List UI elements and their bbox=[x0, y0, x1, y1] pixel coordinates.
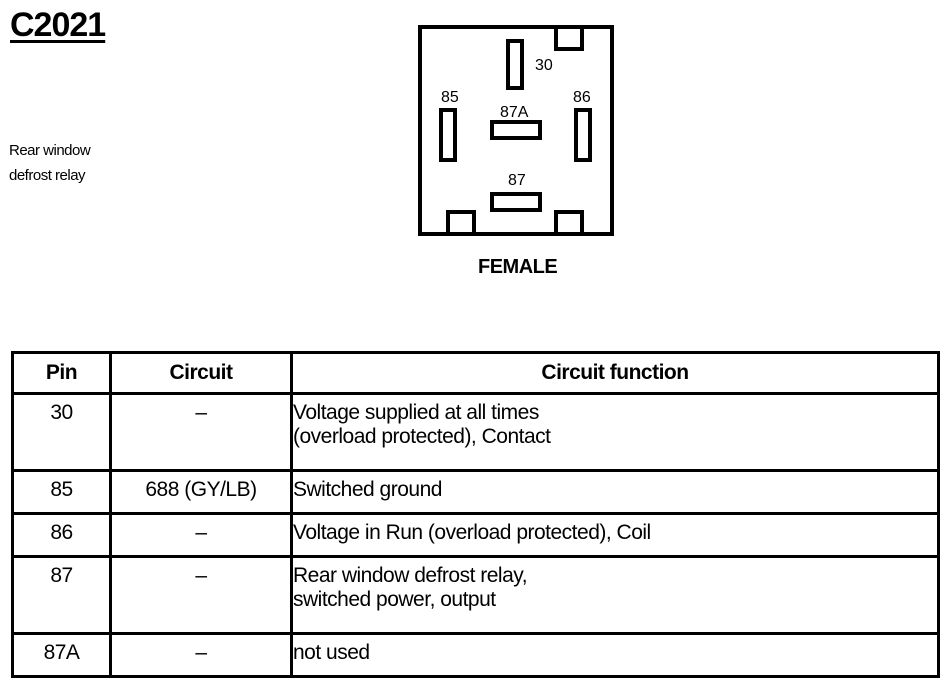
function-line: Voltage supplied at all times bbox=[293, 401, 539, 424]
function-cell: Rear window defrost relay, switched powe… bbox=[290, 555, 940, 635]
function-line: Voltage in Run (overload protected), Coi… bbox=[293, 521, 651, 544]
pin-cell: 85 bbox=[11, 469, 112, 515]
column-header-pin: Pin bbox=[11, 351, 112, 395]
circuit-cell: – bbox=[109, 632, 293, 678]
table-row: 86 – Voltage in Run (overload protected)… bbox=[11, 512, 940, 558]
column-header-circuit: Circuit bbox=[109, 351, 293, 395]
function-cell: Switched ground bbox=[290, 469, 940, 515]
pin-86-terminal bbox=[574, 108, 592, 162]
column-header-function: Circuit function bbox=[290, 351, 940, 395]
description-line: defrost relay bbox=[9, 167, 86, 184]
table-row: 87 – Rear window defrost relay, switched… bbox=[11, 555, 940, 635]
pin-cell: 30 bbox=[11, 392, 112, 472]
pin-cell: 87 bbox=[11, 555, 112, 635]
pin-85-terminal bbox=[439, 108, 457, 162]
pin-87a-terminal bbox=[490, 120, 542, 140]
pin-30-label: 30 bbox=[535, 57, 553, 74]
connector-description: Rear window defrost relay bbox=[9, 138, 91, 188]
function-cell: Voltage in Run (overload protected), Coi… bbox=[290, 512, 940, 558]
circuit-cell: – bbox=[109, 512, 293, 558]
pin-cell: 86 bbox=[11, 512, 112, 558]
pin-86-label: 86 bbox=[573, 89, 591, 106]
function-cell: Voltage supplied at all times (overload … bbox=[290, 392, 940, 472]
connector-latch-notch bbox=[554, 25, 584, 51]
pin-87-label: 87 bbox=[508, 172, 526, 189]
pin-cell: 87A bbox=[11, 632, 112, 678]
relay-connector-face-diagram: 30 85 87A 86 87 bbox=[418, 25, 614, 236]
circuit-cell: – bbox=[109, 555, 293, 635]
function-line: Rear window defrost relay, bbox=[293, 564, 528, 587]
table-row: 87A – not used bbox=[11, 632, 940, 678]
pin-85-label: 85 bbox=[441, 89, 459, 106]
circuit-cell: – bbox=[109, 392, 293, 472]
function-cell: not used bbox=[290, 632, 940, 678]
description-line: Rear window bbox=[9, 142, 91, 159]
pin-30-terminal bbox=[506, 39, 524, 90]
pin-87-terminal bbox=[490, 192, 542, 212]
connector-latch-notch bbox=[554, 210, 584, 236]
function-line: switched power, output bbox=[293, 588, 496, 611]
connector-gender-label: FEMALE bbox=[478, 256, 558, 278]
pin-87a-label: 87A bbox=[500, 104, 529, 121]
function-line: (overload protected), Contact bbox=[293, 425, 551, 448]
table-row: 30 – Voltage supplied at all times (over… bbox=[11, 392, 940, 472]
table-header-row: Pin Circuit Circuit function bbox=[11, 351, 940, 395]
function-line: not used bbox=[293, 641, 370, 664]
table-row: 85 688 (GY/LB) Switched ground bbox=[11, 469, 940, 515]
connector-id-title: C2021 bbox=[10, 6, 106, 44]
pin-function-table: Pin Circuit Circuit function 30 – Voltag… bbox=[11, 351, 940, 678]
circuit-cell: 688 (GY/LB) bbox=[109, 469, 293, 515]
connector-latch-notch bbox=[446, 210, 476, 236]
function-line: Switched ground bbox=[293, 478, 442, 501]
